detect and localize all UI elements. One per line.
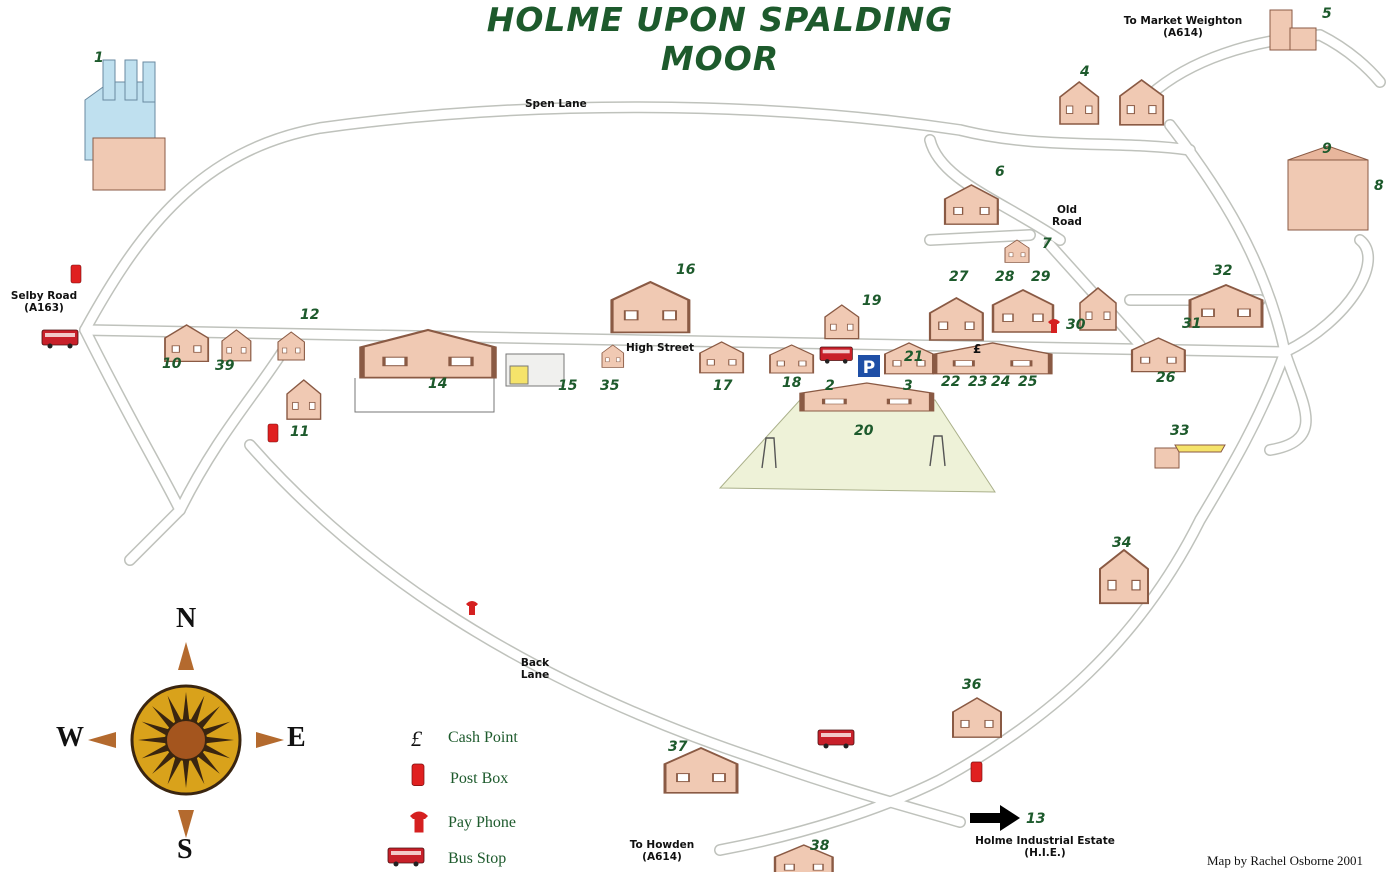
map-symbols: P (41, 264, 1060, 831)
compass-ray (141, 743, 171, 759)
building-33 (1154, 444, 1226, 469)
location-19: 19 (862, 293, 882, 309)
compass-ray (152, 706, 176, 730)
compass-ray (201, 721, 231, 737)
legend-cash-symbol: £ (411, 726, 422, 751)
compass-west-label: W (56, 722, 84, 753)
location-9: 9 (1322, 141, 1332, 157)
location-6: 6 (995, 164, 1005, 180)
location-8: 8 (1374, 178, 1384, 194)
building-5 (1269, 9, 1317, 51)
cash-point-marker: £ (973, 342, 982, 356)
location-26: 26 (1156, 370, 1176, 386)
arrow-to-industrial-estate (970, 805, 1020, 831)
location-33: 33 (1170, 423, 1190, 439)
compass-south-label: S (177, 834, 193, 865)
location-14: 14 (428, 376, 448, 392)
location-28: 28 (995, 269, 1015, 285)
compass-ray (152, 750, 176, 774)
location-4: 4 (1080, 64, 1090, 80)
road-label-industrial-estate: Holme Industrial Estate (H.I.E.) (975, 835, 1115, 859)
compass-ray (189, 695, 205, 725)
compass-ray (141, 721, 171, 737)
location-36: 36 (962, 677, 982, 693)
field-goal-left (761, 437, 777, 469)
location-20: 20 (854, 423, 874, 439)
compass-rose (88, 642, 284, 838)
map-title: HOLME UPON SPALDING MOOR (486, 0, 954, 78)
location-10: 10 (162, 356, 182, 372)
location-27: 27 (949, 269, 969, 285)
location-17: 17 (713, 378, 733, 394)
compass-ray (182, 692, 190, 723)
location-30: 30 (1066, 317, 1086, 333)
location-23: 23 (968, 374, 988, 390)
school-field (718, 399, 996, 493)
location-7: 7 (1042, 236, 1052, 252)
road-label-to-market-weighton: To Market Weighton (A614) (1123, 15, 1243, 39)
road-label-selby-road: Selby Road (A163) (10, 290, 78, 314)
compass-ray (196, 750, 220, 774)
compass-ray (182, 757, 190, 788)
road-label-high-street: High Street (626, 342, 695, 354)
compass-ray (203, 736, 234, 744)
compass-ray (189, 755, 205, 785)
location-1: 1 (94, 50, 104, 66)
location-13: 13 (1026, 811, 1046, 827)
legend-post-box: Post Box (450, 770, 509, 787)
compass-ray (167, 755, 183, 785)
legend-pay-phone: Pay Phone (448, 814, 516, 831)
location-29: 29 (1031, 269, 1051, 285)
road-label-spen-lane: Spen Lane (525, 98, 587, 110)
location-32: 32 (1213, 263, 1233, 279)
location-39: 39 (215, 358, 235, 374)
roads-layer (79, 29, 1386, 856)
compass-ray (167, 695, 183, 725)
location-38: 38 (810, 838, 830, 854)
field-goal-right (929, 435, 946, 467)
buildings-layer (84, 9, 1369, 872)
location-25: 25 (1018, 374, 1038, 390)
legend-icons (387, 763, 428, 867)
location-37: 37 (668, 739, 688, 755)
location-11: 11 (290, 424, 310, 440)
location-31: 31 (1182, 316, 1202, 332)
compass-north-label: N (176, 603, 197, 634)
compass-ray (201, 743, 231, 759)
legend-cash-point: Cash Point (448, 729, 518, 746)
location-12: 12 (300, 307, 320, 323)
location-15: 15 (558, 378, 578, 394)
building-14-yard (354, 378, 495, 413)
legend-bus-stop: Bus Stop (448, 850, 507, 867)
building-1 (84, 59, 166, 191)
location-18: 18 (782, 375, 802, 391)
location-21: 21 (904, 349, 924, 365)
parking-sign (858, 355, 880, 377)
road-label-to-howden: To Howden (A614) (629, 839, 695, 863)
compass-ray (138, 736, 169, 744)
compass-ray (196, 706, 220, 730)
location-16: 16 (676, 262, 696, 278)
parking-symbol: P (863, 358, 875, 378)
map-credit: Map by Rachel Osborne 2001 (1207, 853, 1363, 868)
road-label-back-lane: Back Lane (520, 657, 550, 681)
location-34: 34 (1112, 535, 1132, 551)
location-2: 2 (825, 378, 835, 394)
building-8-9 (1287, 145, 1369, 231)
location-5: 5 (1322, 6, 1332, 22)
road-label-old-road: Old Road (1052, 204, 1082, 228)
location-35: 35 (600, 378, 620, 394)
location-22: 22 (941, 374, 961, 390)
location-3: 3 (903, 378, 913, 394)
compass-east-label: E (287, 722, 306, 753)
location-24: 24 (991, 374, 1011, 390)
